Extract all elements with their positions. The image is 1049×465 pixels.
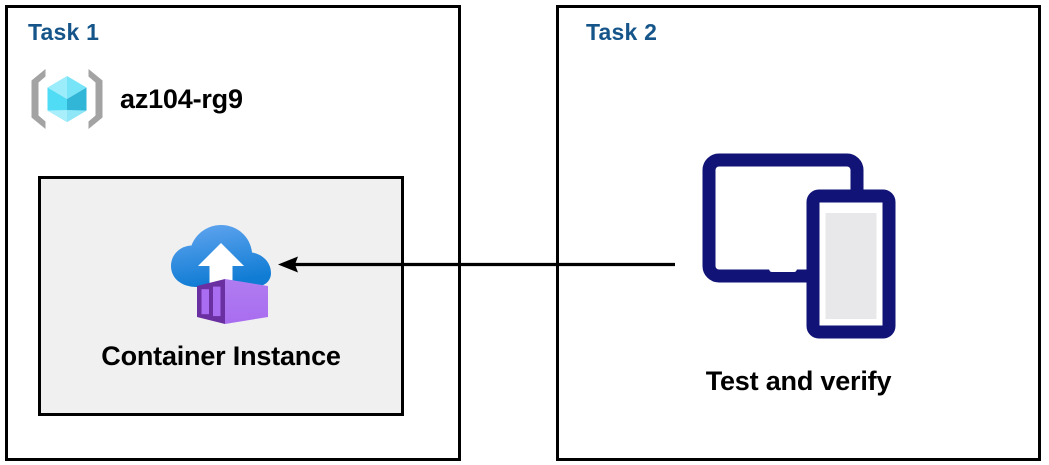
task-1-title: Task 1 [28,19,100,45]
container-instance-box: Container Instance [38,176,404,416]
task-2-panel [556,5,1041,461]
tablet-and-phone-icon [702,153,895,339]
test-and-verify-label: Test and verify [705,366,892,396]
container-instance-label: Container Instance [101,340,341,371]
test-and-verify-block: Test and verify [556,150,1041,397]
task-2-title: Task 2 [586,19,658,45]
resource-group-icon [31,69,103,129]
resource-group-name: az104-rg9 [120,83,243,114]
container-instance-icon [171,224,271,324]
resource-group-row: az104-rg9 [28,60,243,138]
